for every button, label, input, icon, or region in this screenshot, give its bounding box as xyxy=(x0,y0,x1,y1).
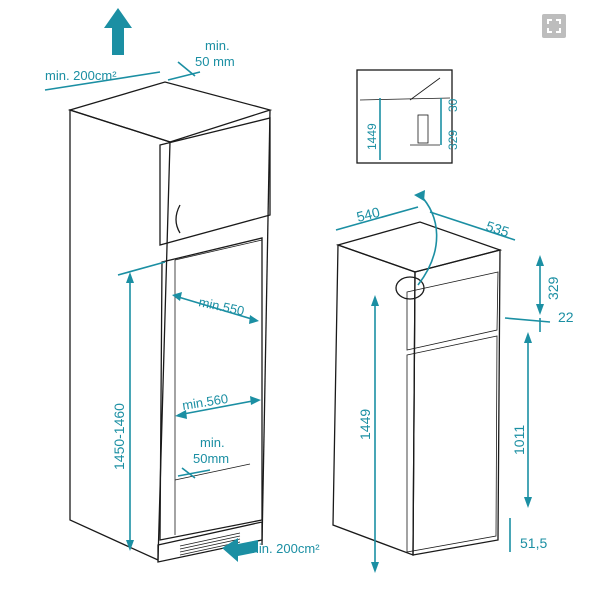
cabinet-drawing xyxy=(67,81,273,563)
plinth xyxy=(157,521,263,563)
appliance-side xyxy=(332,244,416,556)
gap-22-label: 22 xyxy=(558,309,574,325)
width-min-560-label: min.560 xyxy=(181,391,229,413)
bottom-51-5-label: 51,5 xyxy=(520,535,547,551)
detail-329-label: 329 xyxy=(446,130,460,150)
fridge-height-label: 1011 xyxy=(511,425,527,455)
niche-opening xyxy=(159,237,263,541)
cabinet-left-side xyxy=(69,109,171,561)
fridge-door xyxy=(406,335,498,553)
freezer-door xyxy=(406,271,499,351)
appliance-width-label: 540 xyxy=(355,204,382,225)
vent-bottom-mm-label: 50mm xyxy=(193,451,229,466)
detail-height-label: 1449 xyxy=(365,123,379,150)
appliance-drawing xyxy=(332,221,503,556)
width-min-550-label: min.550 xyxy=(197,294,245,318)
detail-30-label: 30 xyxy=(446,98,460,112)
cabinet-top xyxy=(67,81,273,143)
appliance-depth-label: 535 xyxy=(484,218,511,241)
cabinet-dimensions xyxy=(44,8,261,562)
freezer-height-label: 329 xyxy=(545,276,561,300)
intake-air-arrow xyxy=(222,538,258,562)
vent-top-mm-label: 50 mm xyxy=(195,54,235,69)
wall-cupboard xyxy=(159,117,271,246)
expand-icon[interactable] xyxy=(542,14,566,38)
appliance-top xyxy=(335,221,503,273)
niche-height-label: 1450-1460 xyxy=(111,403,127,470)
hinge-detail-marker xyxy=(395,276,425,300)
area-top-label: min. 200cm² xyxy=(45,68,117,83)
hinge-detail-inset xyxy=(356,69,453,164)
vent-bottom-min-label: min. xyxy=(200,435,225,450)
detail-callout-arrow xyxy=(417,194,438,286)
cupboard-handle xyxy=(175,204,181,234)
area-bottom-label: min. 200cm² xyxy=(248,541,320,556)
exhaust-air-arrow xyxy=(104,8,132,55)
appliance-front xyxy=(412,249,501,556)
vent-top-min-label: min. xyxy=(205,38,230,53)
appliance-dimensions xyxy=(335,206,551,573)
appliance-height-label: 1449 xyxy=(357,409,373,440)
